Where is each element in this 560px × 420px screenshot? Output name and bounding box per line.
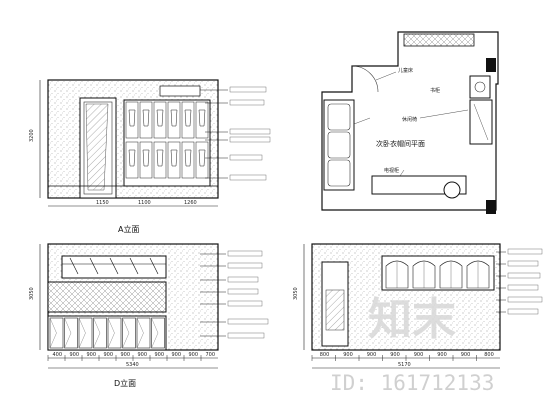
door-swing-mark: [78, 317, 86, 349]
wardrobe-a: [123, 99, 211, 187]
dim-label: 900: [461, 352, 471, 358]
door-swing-mark: [151, 317, 159, 349]
hanging-garment: [198, 109, 206, 127]
total-c: 5170: [398, 362, 411, 368]
door-swing-mark: [93, 317, 101, 349]
dim-label: 900: [104, 352, 114, 358]
plan-label-4: 电视柜: [384, 167, 399, 174]
dim-label: 900: [155, 352, 165, 358]
door-swing-mark: [107, 317, 115, 349]
dim-left-d: 3050: [29, 287, 35, 300]
dim-label: 900: [414, 352, 424, 358]
watermark-id: ID: 161712133: [330, 371, 494, 395]
dim-label: 900: [121, 352, 131, 358]
dim-label: 900: [70, 352, 80, 358]
dim-label: 700: [206, 352, 216, 358]
dims-d: 400 900 900 900 900 900 900 900 900 700: [47, 352, 216, 361]
dim-left-c: 3050: [293, 287, 299, 300]
dim-label: 900: [367, 352, 377, 358]
hanging-garment: [170, 109, 178, 127]
hanger-grid: [125, 101, 209, 179]
total-d: 5340: [126, 362, 139, 368]
hanging-garment: [198, 149, 206, 167]
plan-center-label: 次卧衣帽间平面: [376, 139, 425, 148]
door-swing-mark: [122, 317, 130, 349]
hanging-garment: [184, 149, 192, 167]
dim-label: 900: [343, 352, 353, 358]
dims-c: 800 900 900 900 900 900 900 800: [311, 352, 494, 361]
dim-label: 900: [138, 352, 148, 358]
dim-a-1: 1150: [96, 200, 109, 206]
plan-label-3: 休闲椅: [402, 116, 417, 123]
dim-label: 900: [390, 352, 400, 358]
dim-a-2: 1100: [138, 200, 151, 206]
elevation-c: 3050 800 900 900 900 900 900 900 800 5170: [293, 243, 543, 369]
dim-label: 900: [87, 352, 97, 358]
hanging-garment: [128, 109, 136, 127]
dim-label: 400: [53, 352, 63, 358]
dim-left-a: 3200: [29, 129, 35, 142]
watermark-brand: 知末: [368, 294, 456, 345]
watermark: 知末 ID: 161712133: [330, 294, 494, 395]
floor-plan: 次卧衣帽间平面 儿童床 书柜 休闲椅 电视柜: [321, 31, 499, 214]
hanging-garment: [156, 109, 164, 127]
dim-label: 900: [189, 352, 199, 358]
hanging-garment: [142, 109, 150, 127]
title-elev-d: D立面: [114, 378, 136, 388]
hanging-garment: [142, 149, 150, 167]
hanging-garment: [128, 149, 136, 167]
dim-a-3: 1260: [184, 200, 197, 206]
hanging-garment: [156, 149, 164, 167]
plan-label-2: 书柜: [430, 87, 440, 94]
door-swing-mark: [49, 317, 57, 349]
cabinet-doors-d: [49, 317, 165, 349]
hanging-garment: [170, 149, 178, 167]
arched-doors-c: [385, 260, 490, 289]
plan-label-1: 儿童床: [398, 67, 413, 74]
hanging-garment: [184, 109, 192, 127]
door-swing-mark: [136, 317, 144, 349]
title-elev-a: A立面: [118, 224, 139, 234]
elevation-a: 3200 1150 1100 1260 A立面: [29, 79, 271, 234]
door-swing-mark: [64, 317, 72, 349]
dim-label: 800: [320, 352, 330, 358]
dim-label: 900: [437, 352, 447, 358]
elevation-d: 3050 400 900 900 900 900 900 900 900 900 700 5340…: [29, 243, 269, 388]
dim-label: 800: [484, 352, 494, 358]
dim-label: 900: [172, 352, 182, 358]
